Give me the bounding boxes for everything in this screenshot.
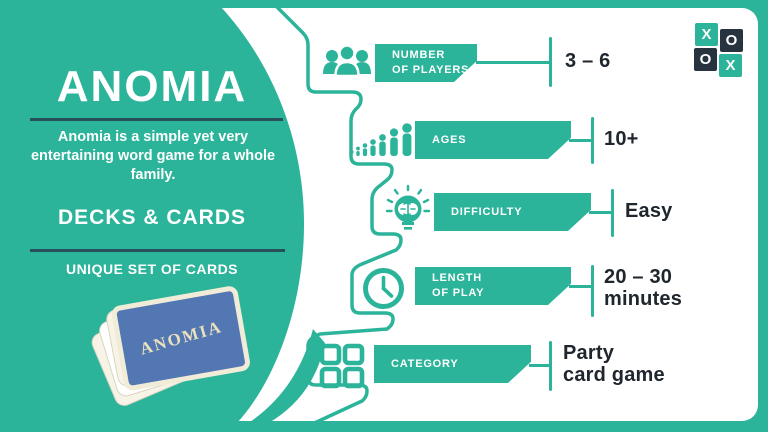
anomia-card: ANOMIA xyxy=(110,284,252,392)
category-banner: CATEGORY xyxy=(374,345,531,383)
value-tick xyxy=(611,189,614,237)
connector-line xyxy=(569,139,593,142)
ages-icon xyxy=(350,123,412,156)
difficulty-icon xyxy=(385,184,431,230)
value-tick xyxy=(591,117,594,164)
value-tick xyxy=(549,341,552,391)
divider-line xyxy=(30,249,285,252)
connector-line xyxy=(589,211,613,214)
ages-value: 10+ xyxy=(604,128,639,150)
difficulty-value: Easy xyxy=(625,200,673,222)
timeline-connector xyxy=(269,0,403,428)
card-stack-photo: ANOMIA xyxy=(89,284,256,411)
unique-set-label: UNIQUE SET OF CARDS xyxy=(65,261,239,277)
corner-swoosh xyxy=(247,329,325,424)
game-description: Anomia is a simple yet very entertaining… xyxy=(30,129,276,184)
length-banner: LENGTH OF PLAY xyxy=(415,267,571,305)
value-tick xyxy=(591,265,594,317)
players-banner: NUMBER OF PLAYERS xyxy=(375,44,477,82)
clock-icon xyxy=(363,268,404,309)
length-value: 20 – 30 minutes xyxy=(604,266,683,310)
players-icon xyxy=(323,44,371,78)
decks-cards-heading: DECKS & CARDS xyxy=(57,206,246,229)
connector-line xyxy=(569,285,593,288)
card-title-text: ANOMIA xyxy=(137,317,225,359)
connector-line xyxy=(476,61,551,64)
logo-tile-o: O xyxy=(720,29,743,52)
logo-tile-x: X xyxy=(695,23,718,46)
difficulty-banner: DIFFICULTY xyxy=(434,193,591,231)
category-icon xyxy=(319,343,365,389)
players-value: 3 – 6 xyxy=(565,50,611,72)
category-value: Party card game xyxy=(563,342,665,386)
divider-line xyxy=(30,118,283,121)
logo-tile-x: X xyxy=(719,54,742,77)
value-tick xyxy=(549,37,552,87)
game-title: ANOMIA xyxy=(56,62,248,111)
logo-tile-o: O xyxy=(694,48,717,71)
ages-banner: AGES xyxy=(415,121,571,159)
connector-line xyxy=(529,364,551,367)
